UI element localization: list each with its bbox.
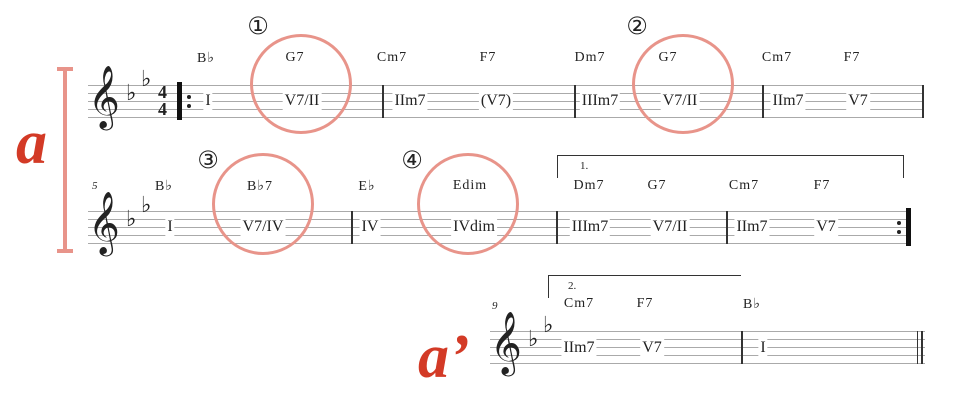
final-barline-thin xyxy=(917,331,918,364)
flat-icon: ♭ xyxy=(528,327,539,352)
marker-3: ③ xyxy=(197,146,219,174)
chord-symbol: Cm7 xyxy=(761,50,793,65)
chord-symbol: E♭ xyxy=(358,179,376,194)
roman-numeral: I xyxy=(165,218,175,236)
staff-line xyxy=(490,347,925,348)
chord-symbol: B♭ xyxy=(155,179,173,194)
chord-symbol: Cm7 xyxy=(563,296,595,311)
volta-2-label: 2. xyxy=(568,280,577,292)
staff-line xyxy=(88,85,923,86)
roman-numeral: V7/II xyxy=(650,218,690,236)
staff-line xyxy=(88,117,923,118)
flat-icon: ♭ xyxy=(141,67,152,92)
roman-numeral: IIIm7 xyxy=(569,218,611,236)
end-repeat-barline xyxy=(906,208,911,246)
staff-line xyxy=(490,363,925,364)
roman-numeral: V7 xyxy=(846,92,870,110)
roman-numeral: IIm7 xyxy=(392,92,428,110)
highlight-circle-2 xyxy=(632,34,734,134)
measure-number: 5 xyxy=(92,180,98,192)
treble-clef-icon: 𝄞 xyxy=(490,311,522,374)
barline xyxy=(922,85,924,118)
roman-numeral: IIm7 xyxy=(770,92,806,110)
chord-symbol: Cm7 xyxy=(376,50,408,65)
barline xyxy=(556,211,558,244)
barline xyxy=(726,211,728,244)
measure-number: 9 xyxy=(492,300,498,312)
chord-symbol: Dm7 xyxy=(573,178,605,193)
flat-icon: ♭ xyxy=(126,207,137,232)
treble-clef-icon: 𝄞 xyxy=(88,65,120,128)
repeat-dot xyxy=(897,230,901,234)
chord-symbol: F7 xyxy=(843,50,861,65)
final-barline-thick xyxy=(921,331,923,364)
section-bracket-top xyxy=(57,67,73,71)
roman-numeral: (V7) xyxy=(478,92,514,110)
roman-numeral: I xyxy=(758,339,768,357)
roman-numeral: IIm7 xyxy=(561,339,597,357)
time-signature-bottom: 4 xyxy=(158,99,167,119)
flat-icon: ♭ xyxy=(543,313,554,338)
treble-clef-icon: 𝄞 xyxy=(88,191,120,254)
chord-symbol: F7 xyxy=(479,50,497,65)
roman-numeral: V7 xyxy=(640,339,664,357)
staff-line xyxy=(490,339,925,340)
marker-4: ④ xyxy=(401,146,423,174)
barline xyxy=(741,331,743,364)
chord-symbol: Cm7 xyxy=(728,178,760,193)
barline xyxy=(574,85,576,118)
marker-1: ① xyxy=(247,12,269,40)
barline xyxy=(762,85,764,118)
section-label-a-prime: a’ xyxy=(418,323,470,391)
repeat-dot xyxy=(897,221,901,225)
staff-line xyxy=(490,355,925,356)
repeat-dot xyxy=(187,95,191,99)
roman-numeral: IIm7 xyxy=(734,218,770,236)
marker-2: ② xyxy=(626,12,648,40)
roman-numeral: V7 xyxy=(814,218,838,236)
start-repeat-barline xyxy=(177,82,182,120)
flat-icon: ♭ xyxy=(126,81,137,106)
chord-symbol: B♭ xyxy=(743,297,761,312)
repeat-dot xyxy=(187,104,191,108)
flat-icon: ♭ xyxy=(141,193,152,218)
roman-numeral: I xyxy=(203,92,213,110)
section-label-a: a xyxy=(16,109,47,177)
highlight-circle-4 xyxy=(417,153,519,255)
chord-symbol: F7 xyxy=(813,178,831,193)
roman-numeral: IIIm7 xyxy=(579,92,621,110)
highlight-circle-3 xyxy=(212,153,314,255)
chord-symbol: G7 xyxy=(647,178,667,193)
time-signature-top: 4 xyxy=(158,82,167,102)
volta-1-label: 1. xyxy=(580,160,589,172)
barline xyxy=(351,211,353,244)
chord-symbol: Dm7 xyxy=(574,50,606,65)
volta-2-bracket xyxy=(548,275,741,298)
staff-line xyxy=(490,331,925,332)
section-bracket xyxy=(63,68,67,252)
chord-symbol: B♭ xyxy=(197,51,215,66)
roman-numeral: IV xyxy=(359,218,381,236)
highlight-circle-1 xyxy=(250,34,352,134)
chord-symbol: F7 xyxy=(636,296,654,311)
barline xyxy=(382,85,384,118)
section-bracket-bottom xyxy=(57,249,73,253)
volta-1-bracket xyxy=(557,155,904,178)
